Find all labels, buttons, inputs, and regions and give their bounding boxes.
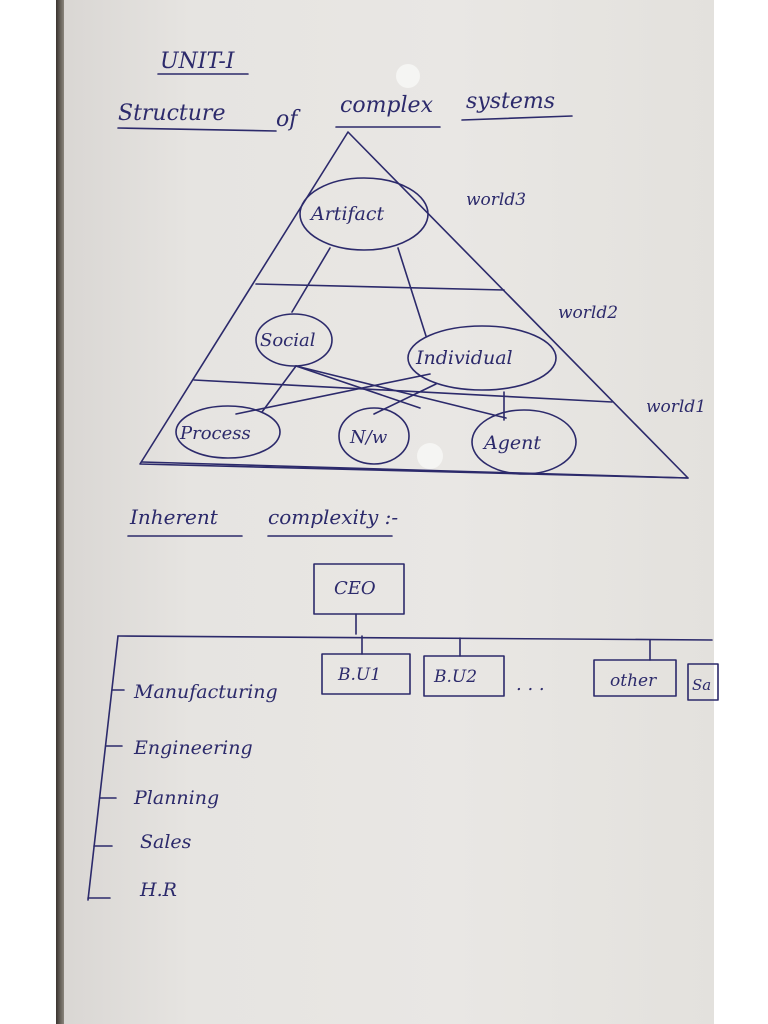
org-box-cut-off [687,663,719,701]
org-box-bu2 [423,655,505,697]
node-individual-label: Individual [415,347,513,369]
dept-manufacturing: Manufacturing [133,681,278,703]
page-margin-left [0,0,60,1024]
node-nw-label: N/w [349,427,388,448]
connector-artifact-social [291,247,331,313]
org-department-trunk [87,635,119,901]
node-social-label: Social [260,330,316,351]
org-label-bu2: B.U2 [433,667,477,687]
org-label-other: other [610,671,657,691]
level-line-upper [255,283,505,291]
title-word-of: of [276,107,301,132]
node-process-ellipse [175,405,281,459]
node-artifact-label: Artifact [309,203,385,225]
org-box-bu1 [321,653,411,695]
title-word-structure: Structure [118,101,225,126]
connector-artifact-individual [397,247,427,337]
node-social-ellipse [255,313,333,367]
title-underline-1 [117,127,277,132]
org-label-cut-off: Sa [692,676,711,694]
section2-word-inherent: Inherent [129,505,219,529]
pyramid-outline [139,131,689,479]
org-box-other [593,659,677,697]
node-individual-ellipse [407,325,557,391]
node-process-label: Process [179,423,251,444]
node-artifact-ellipse [299,177,429,251]
pyramid-base [141,461,689,479]
level-label-world2: world2 [558,303,618,323]
title-underline-3 [461,115,573,121]
org-label-ceo: CEO [334,578,376,599]
page-margin-right [714,0,768,1024]
node-nw-ellipse [338,407,410,465]
dept-planning: Planning [133,787,219,809]
node-agent-ellipse [471,409,577,475]
title-word-systems: systems [466,89,555,114]
level-line-lower [193,379,613,403]
section2-word-complexity: complexity :- [268,505,398,529]
connector-individual-process [235,373,431,415]
correction-fluid-spot-middle [417,443,443,469]
level-label-world1: world1 [646,397,706,417]
connector-social-agent [295,365,507,419]
org-main-bar [117,635,713,641]
org-ellipsis: . . . [516,674,545,695]
correction-fluid-spot-top [396,64,420,88]
dept-hr: H.R [139,879,177,901]
org-label-bu1: B.U1 [337,665,381,685]
title-word-complex: complex [340,93,434,118]
notebook-spine [56,0,64,1024]
org-box-ceo [313,563,405,615]
unit-heading: UNIT-I [160,49,236,74]
dept-engineering: Engineering [133,737,253,759]
node-agent-label: Agent [482,432,541,454]
level-label-world3: world3 [466,190,526,210]
connector-social-process [261,365,297,413]
dept-sales: Sales [140,831,192,853]
